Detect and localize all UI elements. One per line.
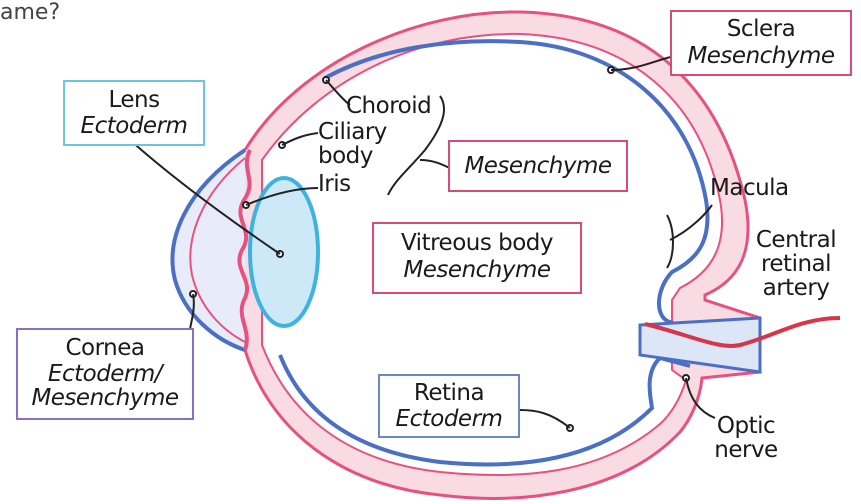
vitreous-title: Vitreous body — [372, 231, 582, 255]
lens-title: Lens — [63, 88, 205, 112]
retina-title: Retina — [378, 381, 520, 405]
cornea — [173, 150, 245, 350]
optic-nerve-label: Optic nerve — [706, 414, 786, 462]
vitreous-origin: Mesenchyme — [372, 258, 582, 282]
retina-origin: Ectoderm — [378, 407, 520, 431]
sclera-title: Sclera — [670, 17, 852, 41]
cornea-origin2: Mesenchyme — [16, 386, 194, 410]
central-retinal-artery-label: Central retinal artery — [748, 228, 844, 300]
mesenchyme-label: Mesenchyme — [448, 154, 628, 178]
lens-origin: Ectoderm — [63, 114, 205, 138]
macula-label: Macula — [710, 176, 810, 200]
choroid-label: Choroid — [346, 94, 442, 118]
iris-label: Iris — [318, 172, 378, 196]
cornea-origin1: Ectoderm/ — [16, 362, 194, 386]
sclera-origin: Mesenchyme — [670, 44, 852, 68]
ciliary-body-label: Ciliary body — [318, 120, 392, 168]
cornea-title: Cornea — [16, 336, 194, 360]
